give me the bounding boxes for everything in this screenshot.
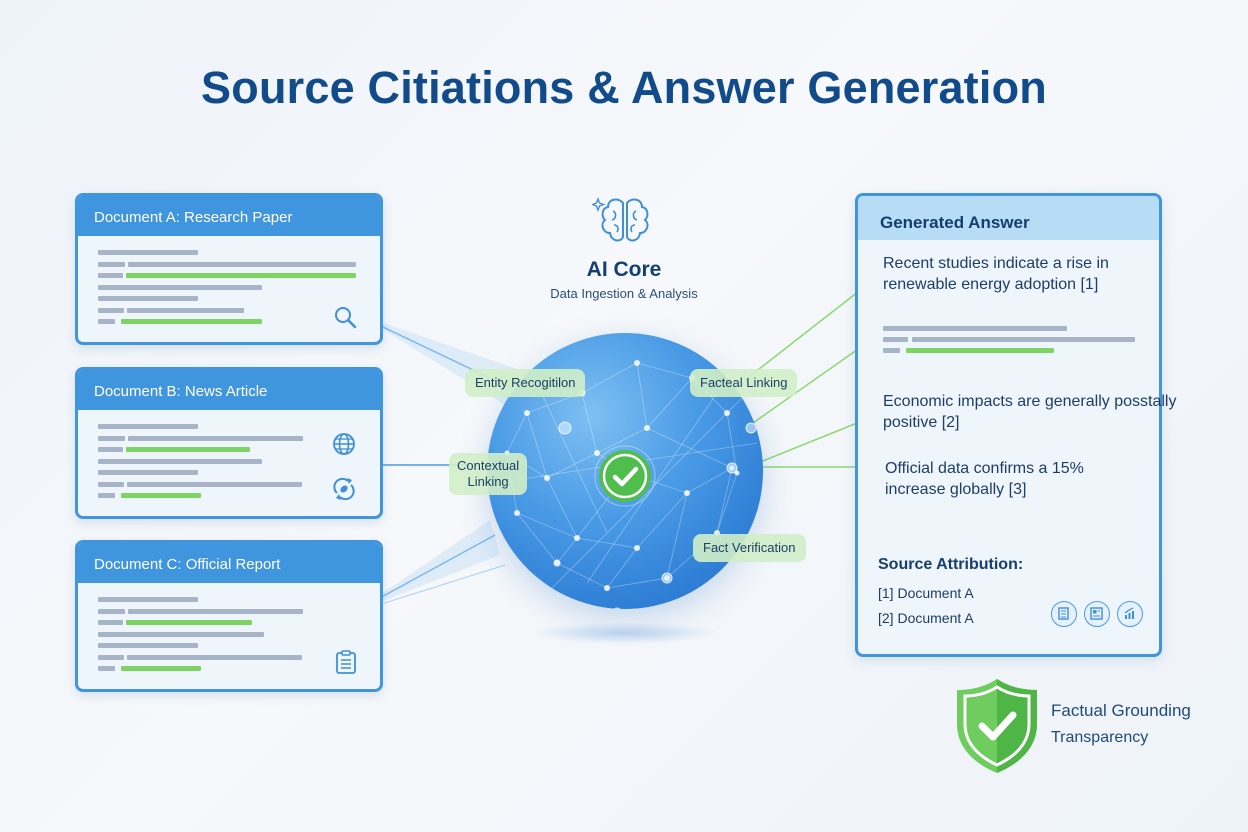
statement-2-line1: Economic impacts are generally posstally bbox=[883, 393, 1177, 410]
clipboard-icon bbox=[336, 650, 356, 674]
brain-icon bbox=[592, 197, 649, 242]
document-b-title: Document B: News Article bbox=[78, 370, 380, 410]
tag-contextual-linking: Contextual Linking bbox=[449, 453, 528, 495]
globe-icon bbox=[333, 433, 355, 455]
document-scroll-icon[interactable] bbox=[1051, 601, 1077, 627]
badge-transparency: Transparency bbox=[1051, 729, 1149, 746]
statement-3-line2: increase globally [3] bbox=[885, 481, 1027, 498]
tag-fact-verification: Fact Verification bbox=[693, 534, 806, 562]
statement-3-line1: Official data confirms a 15% bbox=[885, 460, 1084, 477]
search-icon bbox=[335, 307, 357, 329]
newspaper-icon[interactable] bbox=[1084, 601, 1110, 627]
page-title: Source Citiations & Answer Generation bbox=[201, 62, 1047, 113]
source-item-2[interactable]: [2] Document A bbox=[878, 610, 974, 626]
statement-1-line1: Recent studies indicate a rise in bbox=[883, 255, 1109, 272]
document-card-a[interactable]: Document A: Research Paper bbox=[75, 193, 383, 345]
ai-core-subtitle: Data Ingestion & Analysis bbox=[550, 286, 698, 301]
source-item-1[interactable]: [1] Document A bbox=[878, 585, 974, 601]
refresh-link-icon bbox=[333, 477, 355, 501]
document-card-b[interactable]: Document B: News Article bbox=[75, 367, 383, 519]
network-graph bbox=[496, 360, 758, 609]
statement-2-line2: positive [2] bbox=[883, 414, 960, 431]
badge-factual-grounding: Factual Grounding bbox=[1051, 701, 1191, 720]
shield-check-icon bbox=[957, 679, 1037, 773]
source-attribution-title: Source Attribution: bbox=[878, 556, 1024, 573]
answer-header: Generated Answer bbox=[858, 196, 1159, 240]
bar-chart-icon[interactable] bbox=[1117, 601, 1143, 627]
tag-entity-recognition: Entity Recogitilon bbox=[465, 369, 586, 397]
document-card-c[interactable]: Document C: Official Report bbox=[75, 540, 383, 692]
statement-1-line2: renewable energy adoption [1] bbox=[883, 276, 1099, 293]
document-c-title: Document C: Official Report bbox=[78, 543, 380, 583]
check-circle-icon bbox=[594, 445, 656, 507]
document-a-title: Document A: Research Paper bbox=[78, 196, 380, 236]
tag-factual-linking: Facteal Linking bbox=[690, 369, 798, 397]
sphere-shadow bbox=[530, 622, 720, 644]
answer-statement-1[interactable]: Recent studies indicate a rise in renewa… bbox=[883, 253, 1109, 295]
generated-answer-panel: Generated Answer Recent studies indicate… bbox=[855, 193, 1176, 657]
answer-statement-3[interactable]: Official data confirms a 15% increase gl… bbox=[885, 458, 1084, 500]
tag-contextual-line1: Contextual bbox=[457, 458, 520, 473]
ai-core-title: AI Core bbox=[586, 258, 662, 281]
tag-contextual-line2: Linking bbox=[467, 474, 509, 489]
answer-statement-2[interactable]: Economic impacts are generally posstally… bbox=[883, 391, 1176, 433]
